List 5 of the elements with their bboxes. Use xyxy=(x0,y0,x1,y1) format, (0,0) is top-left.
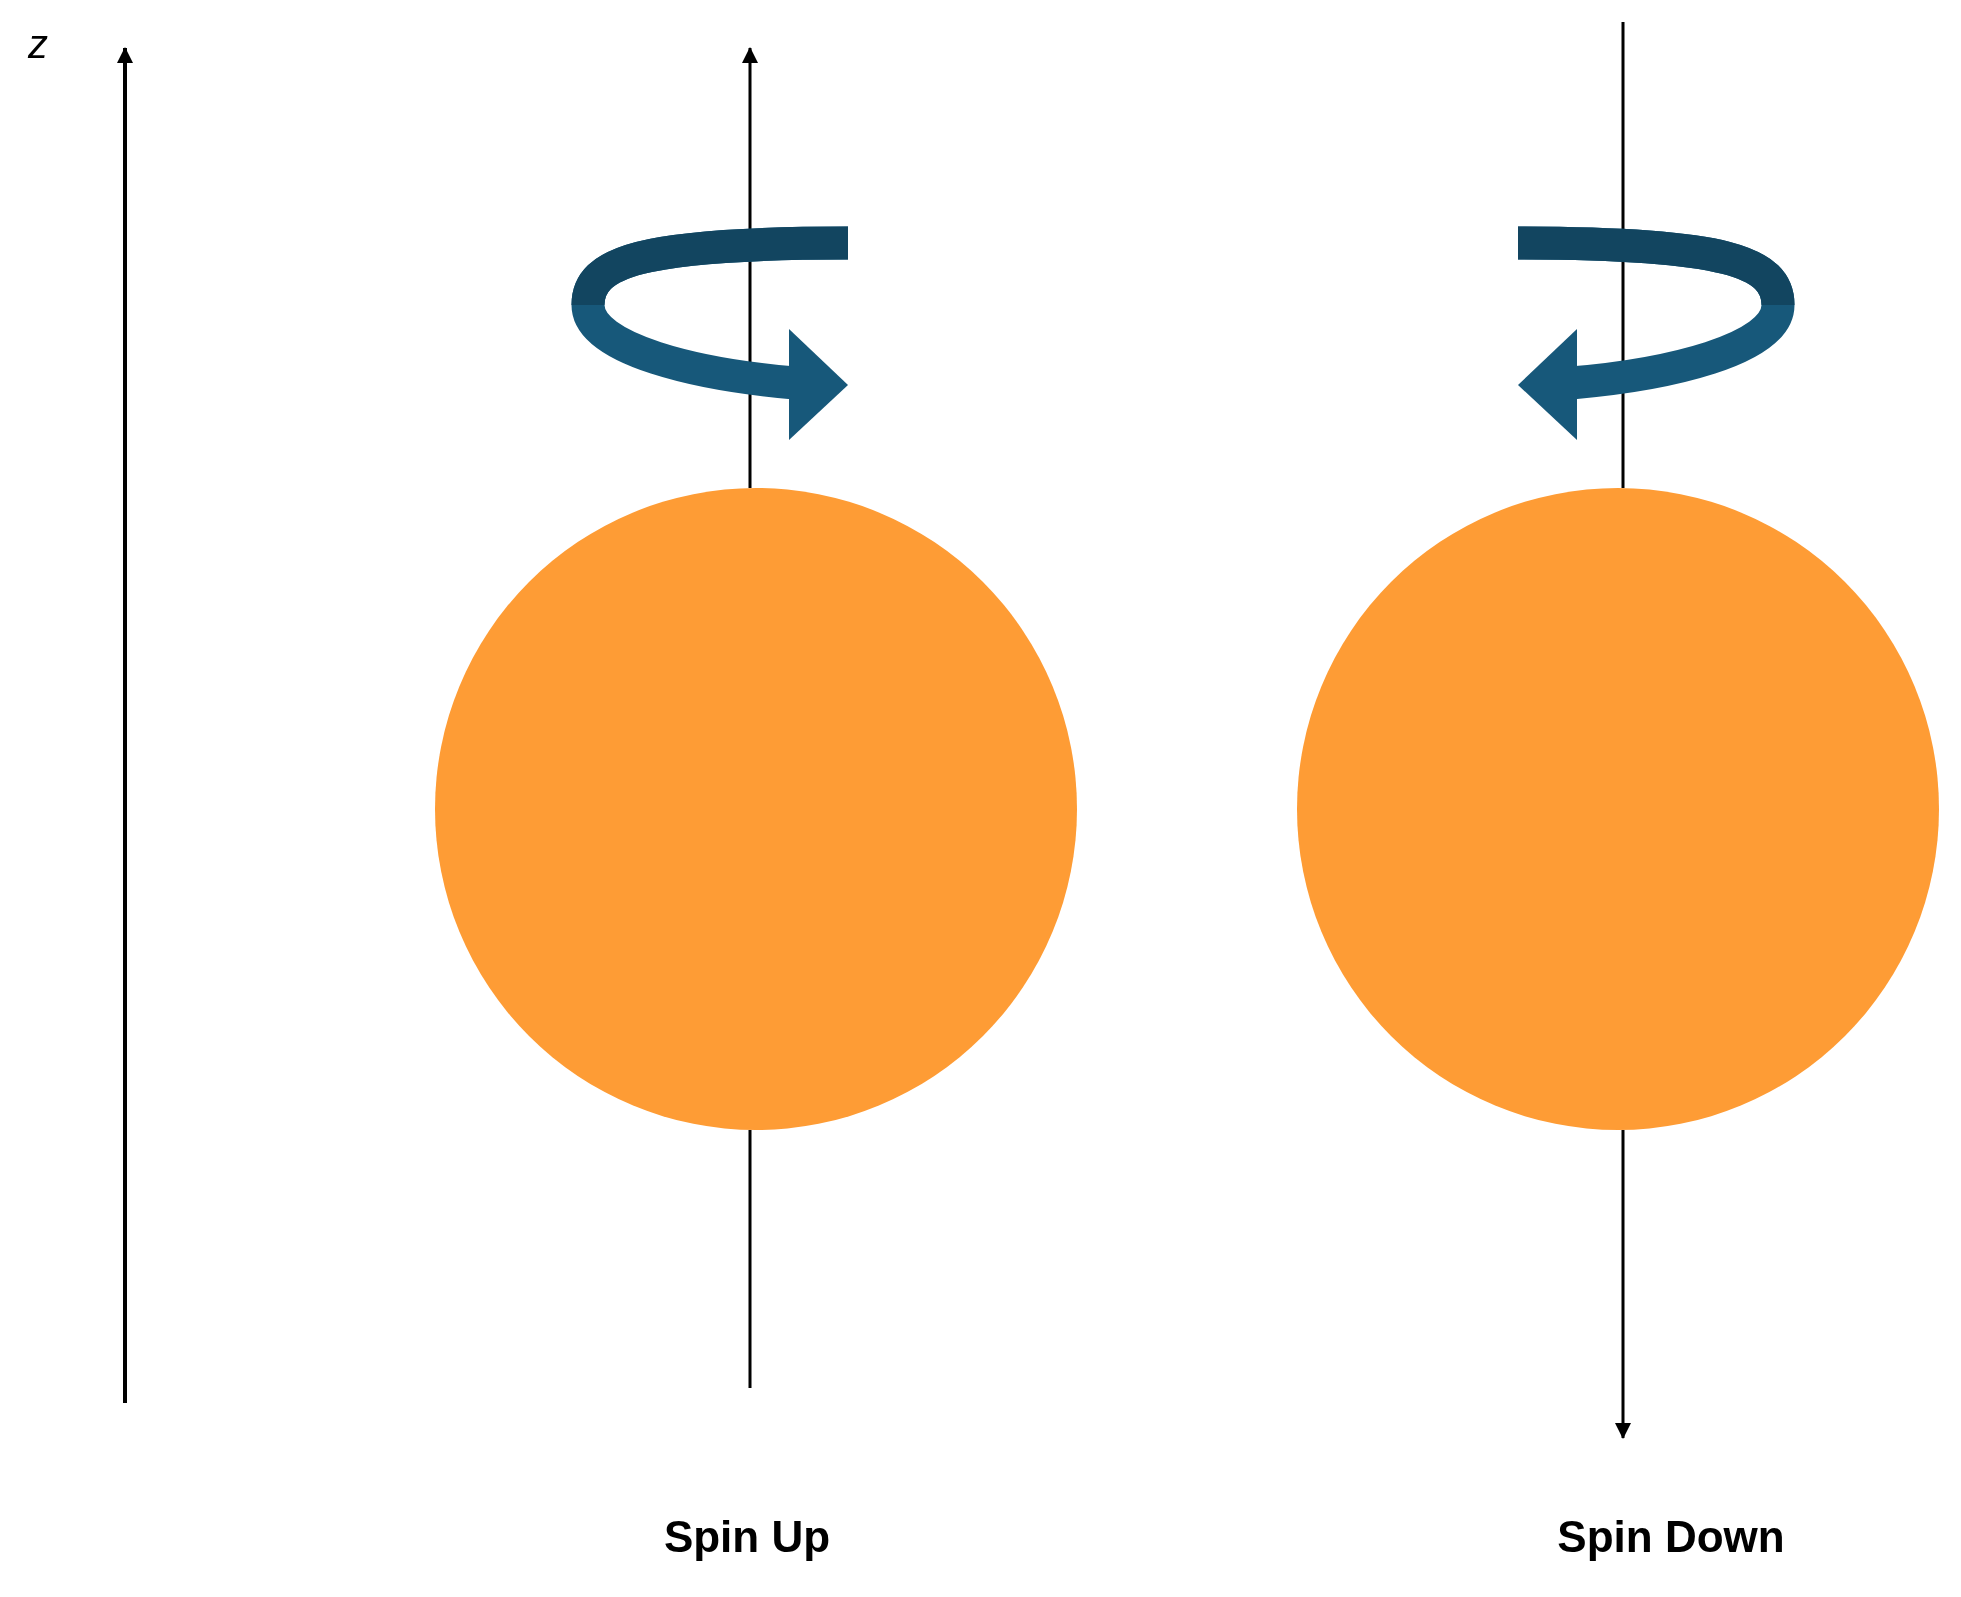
particle-sphere xyxy=(435,488,1077,1130)
spin-label: Spin Up xyxy=(663,1515,831,1559)
spin-label: Spin Down xyxy=(1557,1515,1785,1559)
particle-sphere xyxy=(1297,488,1939,1130)
axis-label: z xyxy=(28,24,48,64)
